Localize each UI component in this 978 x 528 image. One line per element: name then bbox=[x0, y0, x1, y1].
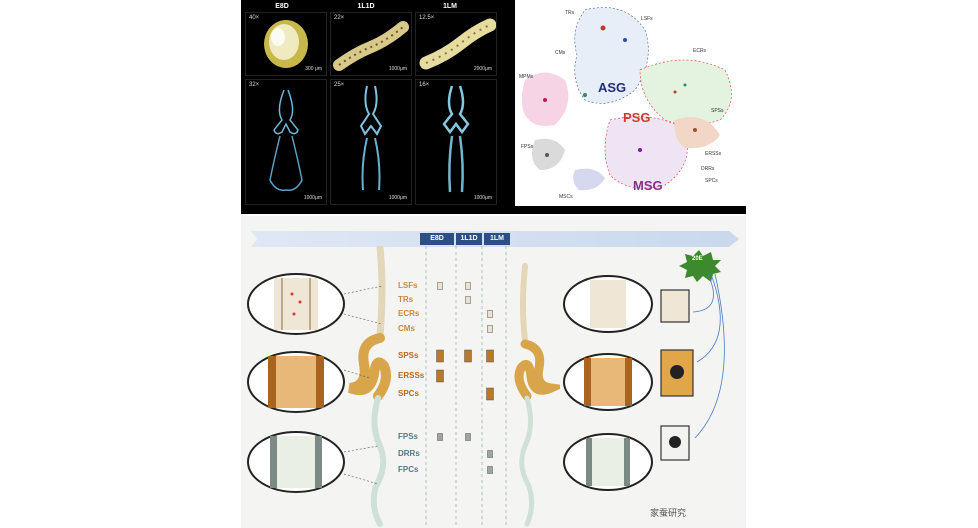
region-label-asg: ASG bbox=[598, 80, 626, 95]
cluster-label-drrs: DRRs bbox=[701, 166, 715, 172]
scale-label: 1000μm bbox=[388, 66, 407, 72]
scale-label: 300 μm bbox=[305, 66, 322, 72]
expression-mark bbox=[437, 282, 443, 290]
region-label-msg: MSG bbox=[633, 178, 663, 193]
expression-mark bbox=[436, 369, 444, 383]
expression-mark bbox=[487, 466, 493, 474]
expression-mark bbox=[465, 296, 471, 304]
row-label-fpcs: FPCs bbox=[398, 465, 419, 474]
region-label-psg: PSG bbox=[623, 110, 650, 125]
expression-mark bbox=[465, 433, 471, 441]
cluster-label-lsfs: LSFs bbox=[641, 16, 653, 22]
expression-matrix bbox=[436, 282, 494, 474]
expression-mark bbox=[486, 387, 494, 401]
row-label-spcs: SPCs bbox=[398, 389, 419, 398]
scale-label: 2000μm bbox=[473, 66, 492, 72]
scale-label: 1000μm bbox=[473, 195, 492, 201]
magnification-label: 32× bbox=[249, 82, 260, 88]
expression-mark bbox=[487, 450, 493, 458]
cluster-label-cms: CMs bbox=[555, 50, 566, 56]
stage-e8d: E8D bbox=[420, 233, 454, 245]
umap-plot: TRs LSFs ECRs CMs SPSs MPMs ERSSs FPSs D… bbox=[515, 0, 746, 206]
stage-1lm: 1LM bbox=[484, 233, 510, 245]
column-header-1lm: 1LM bbox=[443, 3, 457, 10]
left-magnified-sections bbox=[247, 273, 345, 493]
expression-mark bbox=[464, 349, 472, 363]
cell-diagrams bbox=[660, 250, 725, 461]
cluster-label-spss: SPSs bbox=[711, 108, 724, 114]
row-label-spss: SPSs bbox=[398, 351, 419, 360]
hormone-20e-label: 20E bbox=[692, 256, 703, 262]
silk-gland-e8d-image: 32× 1000μm bbox=[245, 79, 327, 205]
expression-mark bbox=[437, 433, 443, 441]
scale-label: 1000μm bbox=[388, 195, 407, 201]
magnification-label: 12.5× bbox=[419, 15, 435, 21]
row-label-ersss: ERSSs bbox=[398, 371, 425, 380]
expression-mark bbox=[487, 325, 493, 333]
silk-gland-1l1d-image: 25× 1000μm bbox=[330, 79, 412, 205]
row-label-drrs: DRRs bbox=[398, 449, 420, 458]
stage-dividers bbox=[425, 246, 507, 528]
magnification-label: 16× bbox=[419, 82, 430, 88]
cluster-label-mpms: MPMs bbox=[519, 74, 534, 80]
watermark: 家蚕研究 bbox=[650, 508, 687, 518]
scale-label: 1000μm bbox=[303, 195, 322, 201]
larva-1lm-image: 12.5× 2000μm bbox=[415, 12, 497, 76]
row-label-lsfs: LSFs bbox=[398, 281, 418, 290]
row-label-trs: TRs bbox=[398, 295, 414, 304]
larva-1l1d-image: 22× 1000μm bbox=[330, 12, 412, 76]
embryo-image: 40× 300 μm bbox=[245, 12, 327, 76]
cluster-label-trs: TRs bbox=[565, 10, 575, 16]
left-pointer-lines bbox=[344, 285, 383, 485]
right-magnified-sections bbox=[563, 275, 653, 491]
magnification-label: 40× bbox=[249, 15, 260, 21]
column-header-e8d: E8D bbox=[275, 3, 289, 10]
magnification-label: 22× bbox=[334, 15, 345, 21]
magnification-label: 25× bbox=[334, 82, 345, 88]
cluster-label-fpss: FPSs bbox=[521, 144, 534, 150]
row-label-cms: CMs bbox=[398, 324, 415, 333]
expression-mark bbox=[465, 282, 471, 290]
silk-gland-left bbox=[348, 246, 391, 527]
cluster-label-erss: ERSSs bbox=[705, 151, 722, 157]
cluster-label-spcs: SPCs bbox=[705, 178, 718, 184]
cluster-label-ecrs: ECRs bbox=[693, 48, 707, 54]
silk-gland-right bbox=[514, 263, 560, 527]
silk-gland-1lm-image: 16× 1000μm bbox=[415, 79, 497, 205]
expression-mark bbox=[486, 349, 494, 363]
column-header-1l1d: 1L1D bbox=[357, 3, 375, 10]
row-label-ecrs: ECRs bbox=[398, 309, 420, 318]
row-label-fpss: FPSs bbox=[398, 432, 419, 441]
cluster-label-mscs: MSCs bbox=[559, 194, 573, 200]
expression-mark bbox=[436, 349, 444, 363]
stage-1l1d: 1L1D bbox=[456, 233, 482, 245]
expression-mark bbox=[487, 310, 493, 318]
